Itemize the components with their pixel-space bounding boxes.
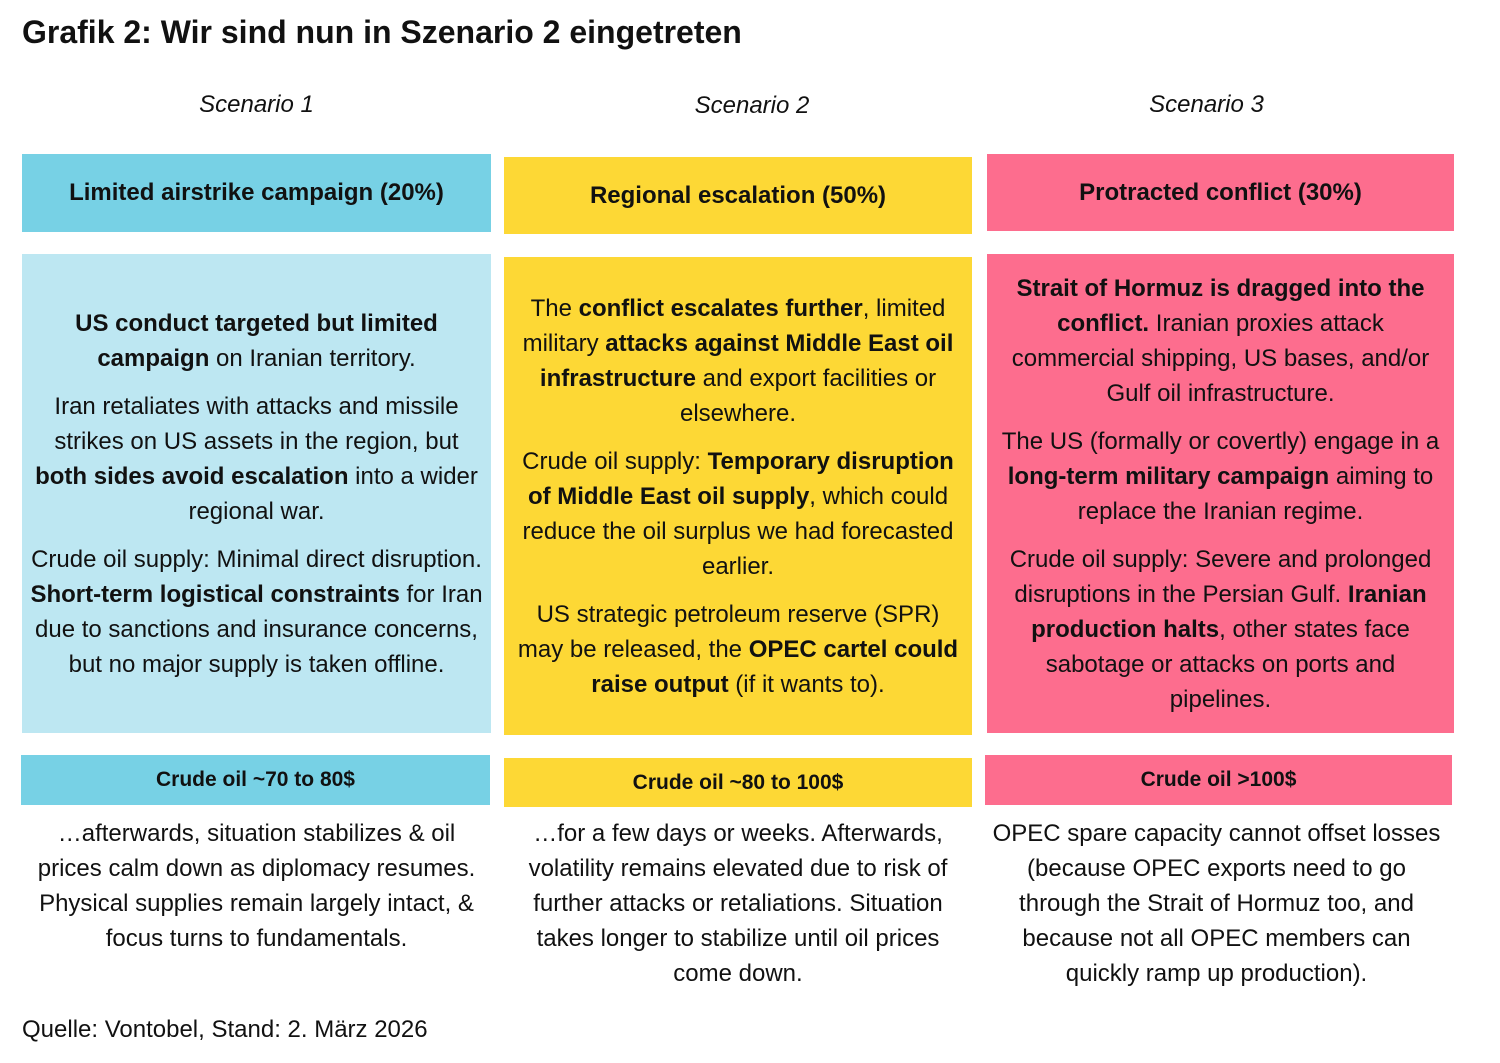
text-run: attacks against Middle East oil infrastr…: [539, 329, 954, 392]
scenario-3-price: Crude oil >100$: [985, 755, 1452, 805]
text-run: Temporary disruption of Middle East oil …: [527, 447, 954, 510]
scenario-3-outcome: OPEC spare capacity cannot offset losses…: [992, 820, 1441, 987]
text-run: Crude oil supply:: [522, 447, 708, 475]
scenario-1-paragraph-1: US conduct targeted but limited campaign…: [30, 306, 483, 376]
scenario-2-heading: Regional escalation (50%): [504, 157, 972, 234]
text-run: and export facilities or elsewhere.: [679, 364, 937, 427]
text-run: Short-term logistical constraints: [30, 580, 400, 608]
text-run: Strait of Hormuz is dragged into the con…: [1016, 274, 1425, 337]
page-title: Grafik 2: Wir sind nun in Szenario 2 ein…: [22, 14, 742, 50]
scenario-3-paragraph-1: Strait of Hormuz is dragged into the con…: [995, 271, 1446, 411]
scenario-2-column: Scenario 2 Regional escalation (50%) The…: [504, 0, 972, 1063]
scenario-3-column: Scenario 3 Protracted conflict (30%) Str…: [985, 0, 1454, 1063]
text-run: Crude oil supply: Severe and prolonged d…: [1009, 545, 1432, 608]
text-run: , other states face sabotage or attacks …: [1045, 615, 1410, 713]
scenario-3-heading: Protracted conflict (30%): [987, 154, 1454, 231]
text-run: Iranian proxies attack commercial shippi…: [1011, 309, 1430, 407]
scenario-1-price: Crude oil ~70 to 80$: [21, 755, 490, 805]
scenario-1-paragraph-3: Crude oil supply: Minimal direct disrupt…: [30, 542, 483, 682]
text-run: Iran retaliates with attacks and missile…: [54, 392, 459, 455]
text-run: into a wider regional war.: [188, 462, 478, 525]
scenario-3-description: Strait of Hormuz is dragged into the con…: [987, 254, 1454, 733]
scenario-2-outcome: …for a few days or weeks. Afterwards, vo…: [528, 820, 948, 987]
text-run: OPEC cartel could raise output: [591, 635, 959, 698]
source-note: Quelle: Vontobel, Stand: 2. März 2026: [22, 1016, 428, 1043]
text-run: Iranian production halts: [1031, 580, 1427, 643]
text-run: The: [530, 294, 579, 322]
scenario-1-column: Scenario 1 Limited airstrike campaign (2…: [21, 0, 491, 1063]
scenario-3-paragraph-2: The US (formally or covertly) engage in …: [995, 424, 1446, 529]
scenario-1-heading: Limited airstrike campaign (20%): [22, 154, 491, 232]
text-run: , which could reduce the oil surplus we …: [522, 482, 954, 580]
scenario-2-label: Scenario 2: [694, 92, 810, 119]
text-run: on Iranian territory.: [209, 344, 416, 372]
scenario-2-price: Crude oil ~80 to 100$: [504, 758, 972, 807]
text-run: US strategic petroleum reserve (SPR) may…: [517, 600, 940, 663]
scenario-1-description: US conduct targeted but limited campaign…: [22, 254, 491, 733]
text-run: long-term military campaign: [1007, 462, 1330, 490]
text-run: Crude oil supply: Minimal direct disrupt…: [31, 545, 482, 573]
scenario-2-paragraph-2: Crude oil supply: Temporary disruption o…: [512, 444, 964, 584]
scenario-1-label: Scenario 1: [199, 91, 314, 118]
scenario-1-outcome: …afterwards, situation stabilizes & oil …: [37, 820, 476, 952]
scenario-1-paragraph-2: Iran retaliates with attacks and missile…: [30, 389, 483, 529]
text-run: conflict escalates further: [578, 294, 863, 322]
scenario-2-paragraph-3: US strategic petroleum reserve (SPR) may…: [512, 597, 964, 702]
scenario-3-label: Scenario 3: [1149, 91, 1264, 118]
text-run: for Iran due to sanctions and insurance …: [35, 580, 483, 678]
scenario-3-paragraph-3: Crude oil supply: Severe and prolonged d…: [995, 542, 1446, 717]
text-run: The US (formally or covertly) engage in …: [1001, 427, 1440, 455]
text-run: (if it wants to).: [728, 670, 885, 698]
text-run: both sides avoid escalation: [35, 462, 349, 490]
text-run: , limited military: [522, 294, 946, 357]
scenario-2-paragraph-1: The conflict escalates further, limited …: [512, 291, 964, 431]
text-run: aiming to replace the Iranian regime.: [1077, 462, 1434, 525]
scenario-2-description: The conflict escalates further, limited …: [504, 257, 972, 735]
text-run: US conduct targeted but limited campaign: [75, 309, 438, 372]
